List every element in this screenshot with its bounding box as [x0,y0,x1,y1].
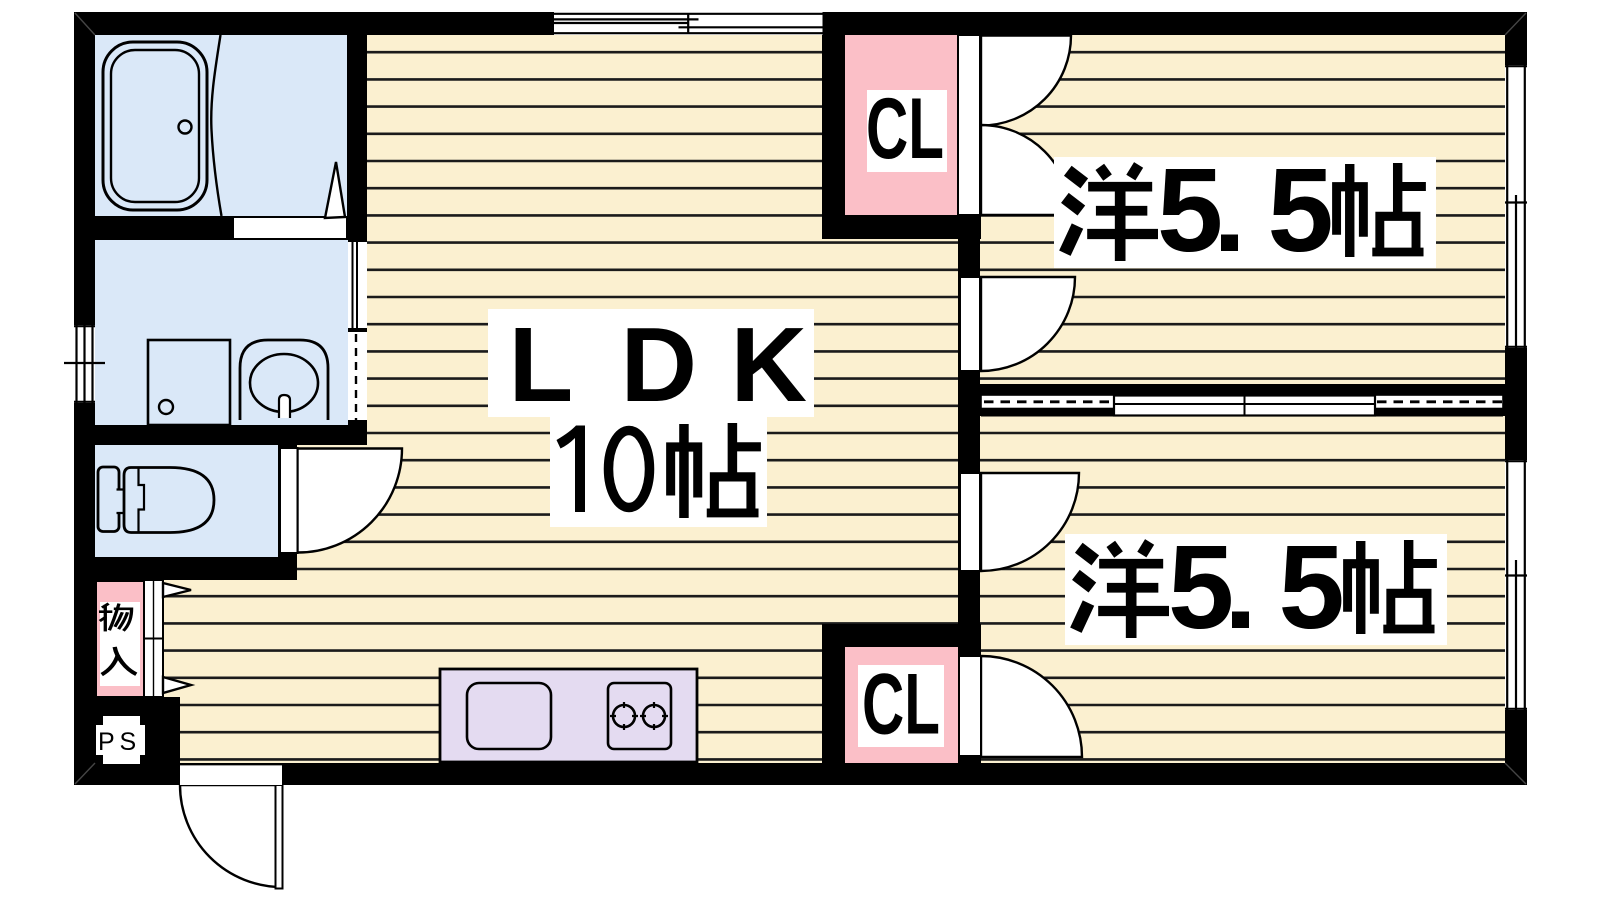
svg-text:L: L [509,306,574,424]
svg-text:D: D [621,306,698,424]
svg-text:K: K [731,306,808,424]
svg-text:S: S [120,728,137,756]
svg-text:CL: CL [862,655,940,752]
svg-text:P: P [98,728,115,756]
svg-text:CL: CL [866,80,944,177]
